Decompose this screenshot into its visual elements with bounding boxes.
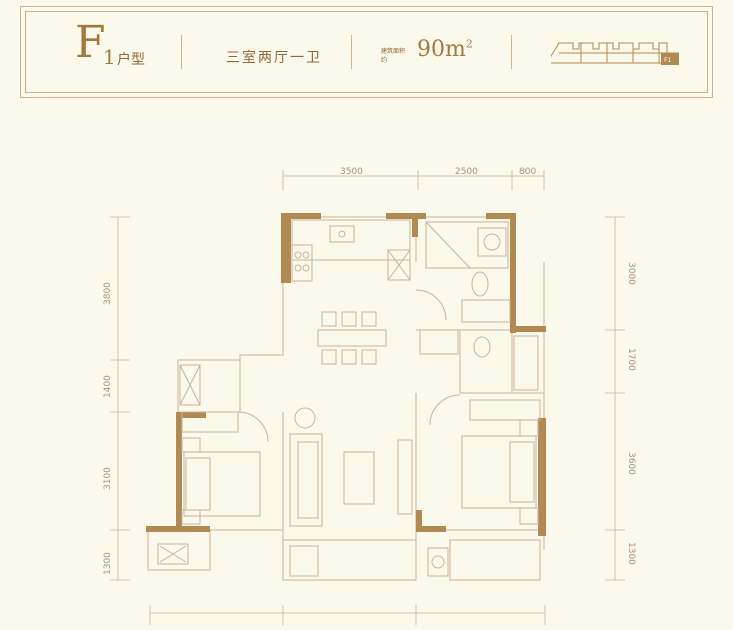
unit-letter: F <box>75 17 106 68</box>
building-mini-plan-icon: F1 <box>551 42 679 65</box>
dim-right-4: 1300 <box>626 542 636 565</box>
dim-right-3: 3600 <box>626 452 636 475</box>
dim-top-1: 3500 <box>340 167 363 177</box>
dim-top-3: 800 <box>519 167 536 177</box>
dim-right-2: 1700 <box>626 348 636 371</box>
header-inner-frame <box>25 11 708 93</box>
area-value: 90m2 <box>417 37 473 62</box>
unit-number: 1 <box>103 45 116 69</box>
mini-plan-tag: F1 <box>664 57 671 64</box>
header-banner: F 1 户型 三室两厅一卫 建筑面积约 90m2 F1 <box>20 6 713 98</box>
unit-type-label: 户型 <box>117 52 145 68</box>
dim-left-3: 3100 <box>103 467 113 490</box>
dim-top-2: 2500 <box>455 167 478 177</box>
area-label: 建筑面积约 <box>381 48 406 64</box>
room-layout-text: 三室两厅一卫 <box>226 50 322 66</box>
dim-left-2: 1400 <box>103 375 113 398</box>
dim-left-4: 1300 <box>103 552 113 575</box>
dim-right-1: 3000 <box>626 262 636 285</box>
header-separator <box>511 35 512 69</box>
header-separator <box>351 35 352 69</box>
dim-left-1: 3800 <box>103 282 113 305</box>
header-separator <box>181 35 182 69</box>
